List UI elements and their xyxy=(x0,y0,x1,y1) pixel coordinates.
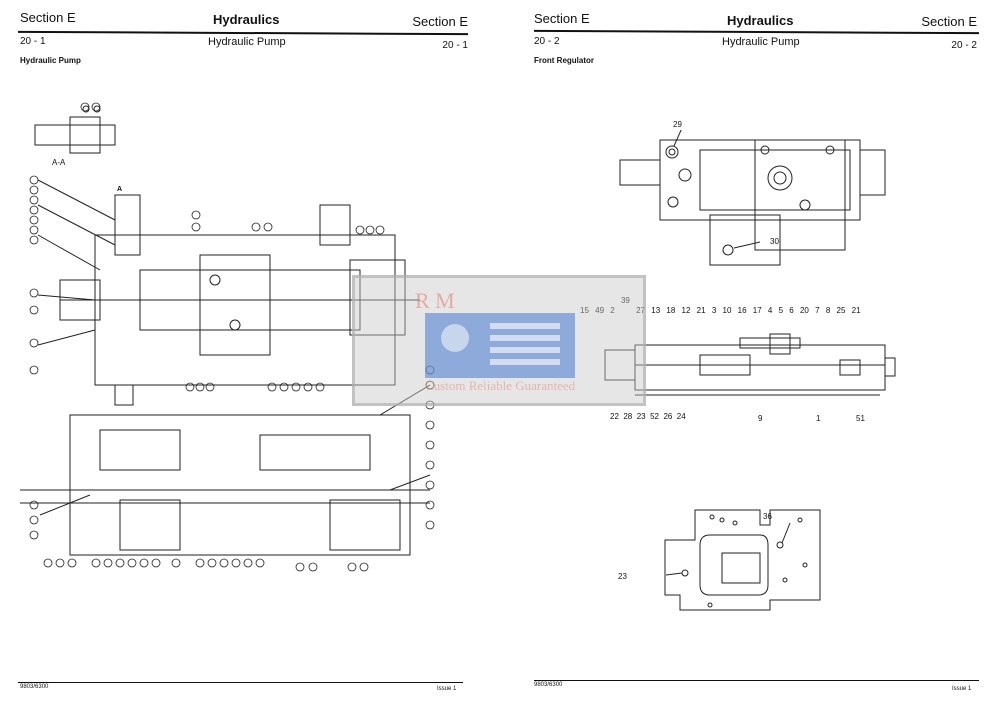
section-marker: A xyxy=(117,186,123,193)
footer-rule xyxy=(534,680,979,681)
svg-text:R M: R M xyxy=(415,288,455,313)
page-subtitle: Hydraulic Pump xyxy=(208,36,286,48)
regulator-top-view xyxy=(619,130,886,266)
section-label-left: Section E xyxy=(534,11,590,26)
callout: 18 xyxy=(666,306,676,315)
callout: 7 xyxy=(815,306,820,315)
page-number-left: 20 - 2 xyxy=(534,36,560,47)
section-title: Hydraulics xyxy=(727,13,794,28)
callout: 2 xyxy=(610,306,615,315)
callout: 20 xyxy=(799,306,809,315)
header-rule xyxy=(533,29,980,35)
callout: 52 xyxy=(650,412,659,421)
callout: 27 xyxy=(636,306,646,315)
regulator-top-callouts: 15 49 2 39 27 13 18 12 21 3 10 16 17 4 5… xyxy=(580,296,880,315)
callout: 3 xyxy=(711,306,717,315)
callout-29: 29 xyxy=(673,120,682,129)
footer-issue: Issue 1 xyxy=(437,686,457,692)
hydraulic-pump-diagram xyxy=(20,102,435,572)
right-page: Section E Hydraulics Section E 20 - 2 Hy… xyxy=(520,0,995,714)
figure-caption: Front Regulator xyxy=(534,56,594,65)
watermark-logo: R M Custom Reliable Guaranteed xyxy=(352,275,646,406)
section-label-left: Section E xyxy=(20,10,76,25)
figure-caption: Hydraulic Pump xyxy=(20,56,81,65)
left-page: Section E Hydraulics Section E 20 - 1 Hy… xyxy=(0,0,480,714)
callout: 13 xyxy=(651,306,661,315)
callout: 5 xyxy=(778,306,784,315)
regulator-plate-view xyxy=(664,509,821,611)
section-title: Hydraulics xyxy=(213,12,280,27)
callout: 16 xyxy=(737,306,747,315)
callout: 4 xyxy=(767,306,773,315)
callout-9: 9 xyxy=(758,414,763,423)
callout: 39 xyxy=(620,296,630,305)
footer-rule xyxy=(18,682,463,683)
callout: 8 xyxy=(825,306,831,315)
page-number-left: 20 - 1 xyxy=(20,36,46,47)
callout: 21 xyxy=(696,306,706,315)
callout: 17 xyxy=(752,306,762,315)
page-number-right: 20 - 1 xyxy=(442,40,468,51)
callout: 10 xyxy=(722,306,732,315)
callout: 12 xyxy=(681,306,691,315)
callout: 22 xyxy=(610,412,619,421)
callout-51: 51 xyxy=(856,414,865,423)
footer-doc-number: 9803/6300 xyxy=(20,684,49,690)
callout: 24 xyxy=(676,412,686,421)
callout-36: 36 xyxy=(763,512,772,521)
section-label-right: Section E xyxy=(921,14,977,29)
section-view-label: A-A xyxy=(52,158,66,167)
callout: 26 xyxy=(663,412,673,421)
callout-23: 23 xyxy=(618,572,627,581)
watermark-logo-graphic: R M Custom Reliable Guaranteed xyxy=(415,288,576,393)
footer-issue: Issue 1 xyxy=(952,686,972,692)
footer-doc-number: 9803/6300 xyxy=(534,682,563,688)
callout: 6 xyxy=(789,306,794,315)
regulator-bottom-callouts: 22 28 23 52 26 24 xyxy=(610,412,686,421)
page-number-right: 20 - 2 xyxy=(951,40,977,51)
callout-1: 1 xyxy=(816,414,821,423)
callout: 28 xyxy=(623,412,633,421)
svg-text:Custom Reliable Guaranteed: Custom Reliable Guaranteed xyxy=(425,378,576,393)
page-subtitle: Hydraulic Pump xyxy=(722,36,800,48)
regulator-section-view xyxy=(604,333,896,396)
callout: 25 xyxy=(836,306,846,315)
callout: 15 xyxy=(580,306,589,315)
section-label-right: Section E xyxy=(412,14,468,29)
callout-30: 30 xyxy=(770,237,779,246)
header-rule xyxy=(17,30,469,36)
callout: 21 xyxy=(851,306,861,315)
callout: 49 xyxy=(595,306,605,315)
callout: 23 xyxy=(636,412,646,421)
